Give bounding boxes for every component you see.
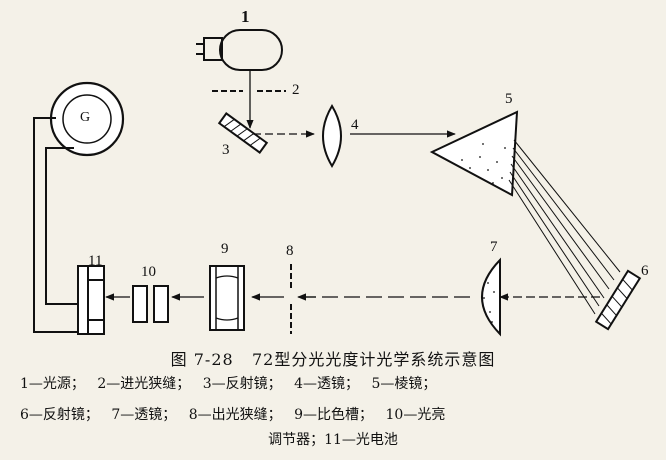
legend-item: 6—反射镜；: [20, 407, 99, 423]
prism: [429, 110, 519, 197]
label-mirror-1: 3: [222, 142, 230, 158]
label-photocell: 11: [88, 253, 103, 269]
cuvette: [209, 265, 245, 331]
figure-id: 图 7-28: [170, 350, 234, 369]
legend-item: 4—透镜；: [294, 376, 360, 392]
optical-system-diagram: [33, 29, 642, 337]
legend-line-3: 调节器；11—光电池: [268, 432, 398, 448]
reflecting-mirror-1: [217, 112, 269, 154]
legend-item: 2—进光狭缝；: [97, 376, 191, 392]
label-exit-slit: 8: [286, 243, 294, 259]
galvanometer: [49, 81, 125, 157]
label-light-adjuster: 10: [141, 264, 156, 280]
reflecting-mirror-2: [594, 269, 642, 331]
dispersed-rays: [508, 139, 621, 315]
legend-item: 9—比色槽；: [294, 407, 374, 423]
label-lamp: 1: [241, 7, 250, 26]
figure-title: 72型分光光度计光学系统示意图: [251, 350, 496, 369]
wiring: [33, 117, 78, 333]
lens-2: [481, 257, 501, 337]
photocell: [77, 265, 105, 335]
label-prism: 5: [505, 91, 513, 107]
legend-line-2: 6—反射镜； 7—透镜； 8—出光狭缝； 9—比色槽； 10—光亮: [20, 405, 650, 425]
legend-item: 7—透镜；: [111, 407, 177, 423]
legend-line-1: 1—光源； 2—进光狭缝； 3—反射镜； 4—透镜； 5—棱镜；: [20, 374, 650, 394]
label-galvanometer: G: [80, 110, 91, 125]
light-adjuster: [132, 285, 169, 323]
legend-item: 5—棱镜；: [371, 376, 437, 392]
legend-item: 10—光亮: [385, 407, 446, 423]
legend-item: 1—光源；: [20, 376, 85, 392]
label-lens-1: 4: [351, 117, 359, 133]
figure-caption: 图 7-28 72型分光光度计光学系统示意图: [0, 346, 666, 370]
label-cuvette: 9: [221, 241, 229, 257]
label-mirror-2: 6: [641, 263, 649, 279]
light-source-lamp: [196, 29, 283, 71]
label-lens-2: 7: [490, 239, 498, 255]
lens-1: [322, 104, 342, 168]
label-entrance-slit: 2: [292, 82, 300, 98]
legend-item: 3—反射镜；: [202, 376, 282, 392]
legend-item: 8—出光狭缝；: [188, 407, 282, 423]
